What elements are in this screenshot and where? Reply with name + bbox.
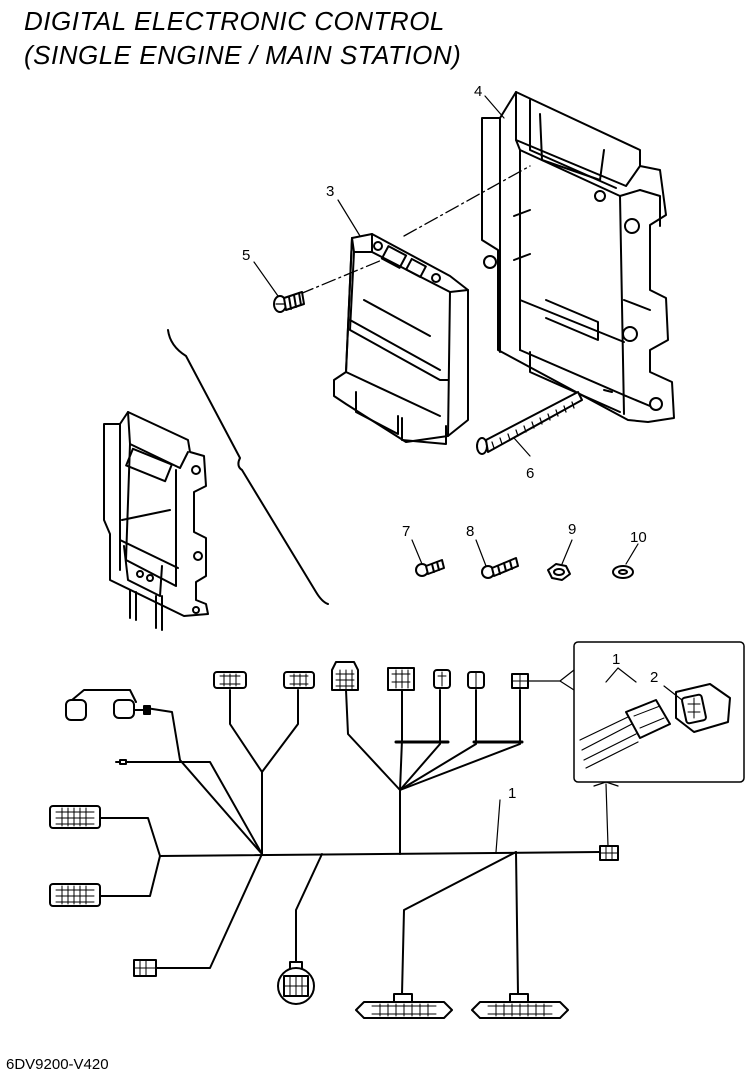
inset-detail	[573, 641, 745, 783]
bottom-large-connectors	[355, 993, 569, 1019]
washer-part-10	[612, 543, 639, 579]
callout-9: 9	[568, 521, 576, 538]
assembled-view	[103, 411, 209, 631]
screw-part-5	[273, 291, 305, 313]
callout-6: 6	[526, 465, 534, 482]
callout-7: 7	[402, 523, 410, 540]
screw-part-8	[475, 539, 519, 579]
callout-4: 4	[474, 83, 482, 100]
top-connectors	[213, 661, 575, 691]
brace-line	[167, 329, 329, 605]
callout-3: 3	[326, 183, 334, 200]
callout-1: 1	[508, 785, 516, 802]
round-connector	[277, 961, 315, 1005]
small-connector	[133, 959, 157, 977]
ecu-part-3	[333, 233, 469, 445]
alignment-lines	[299, 165, 531, 295]
connector-pair	[65, 689, 151, 765]
bolt-part-6	[476, 391, 583, 455]
leaders-top	[253, 95, 531, 457]
callout-5: 5	[242, 247, 250, 264]
callout-1-inset: 1	[612, 651, 620, 668]
title-line-2: (SINGLE ENGINE / MAIN STATION)	[24, 40, 462, 70]
title-line-1: DIGITAL ELECTRONIC CONTROL	[24, 6, 445, 36]
bracket-part-4	[481, 91, 675, 423]
callout-8: 8	[466, 523, 474, 540]
right-trunk-connector	[593, 781, 619, 861]
large-connectors-left	[49, 805, 101, 907]
diagram-code: 6DV9200-V420	[6, 1056, 109, 1073]
callout-2: 2	[650, 669, 658, 686]
callout-10: 10	[630, 529, 647, 546]
nut-part-9	[547, 539, 573, 581]
screw-part-7	[411, 539, 445, 577]
wire-harness-part-1	[99, 689, 601, 995]
